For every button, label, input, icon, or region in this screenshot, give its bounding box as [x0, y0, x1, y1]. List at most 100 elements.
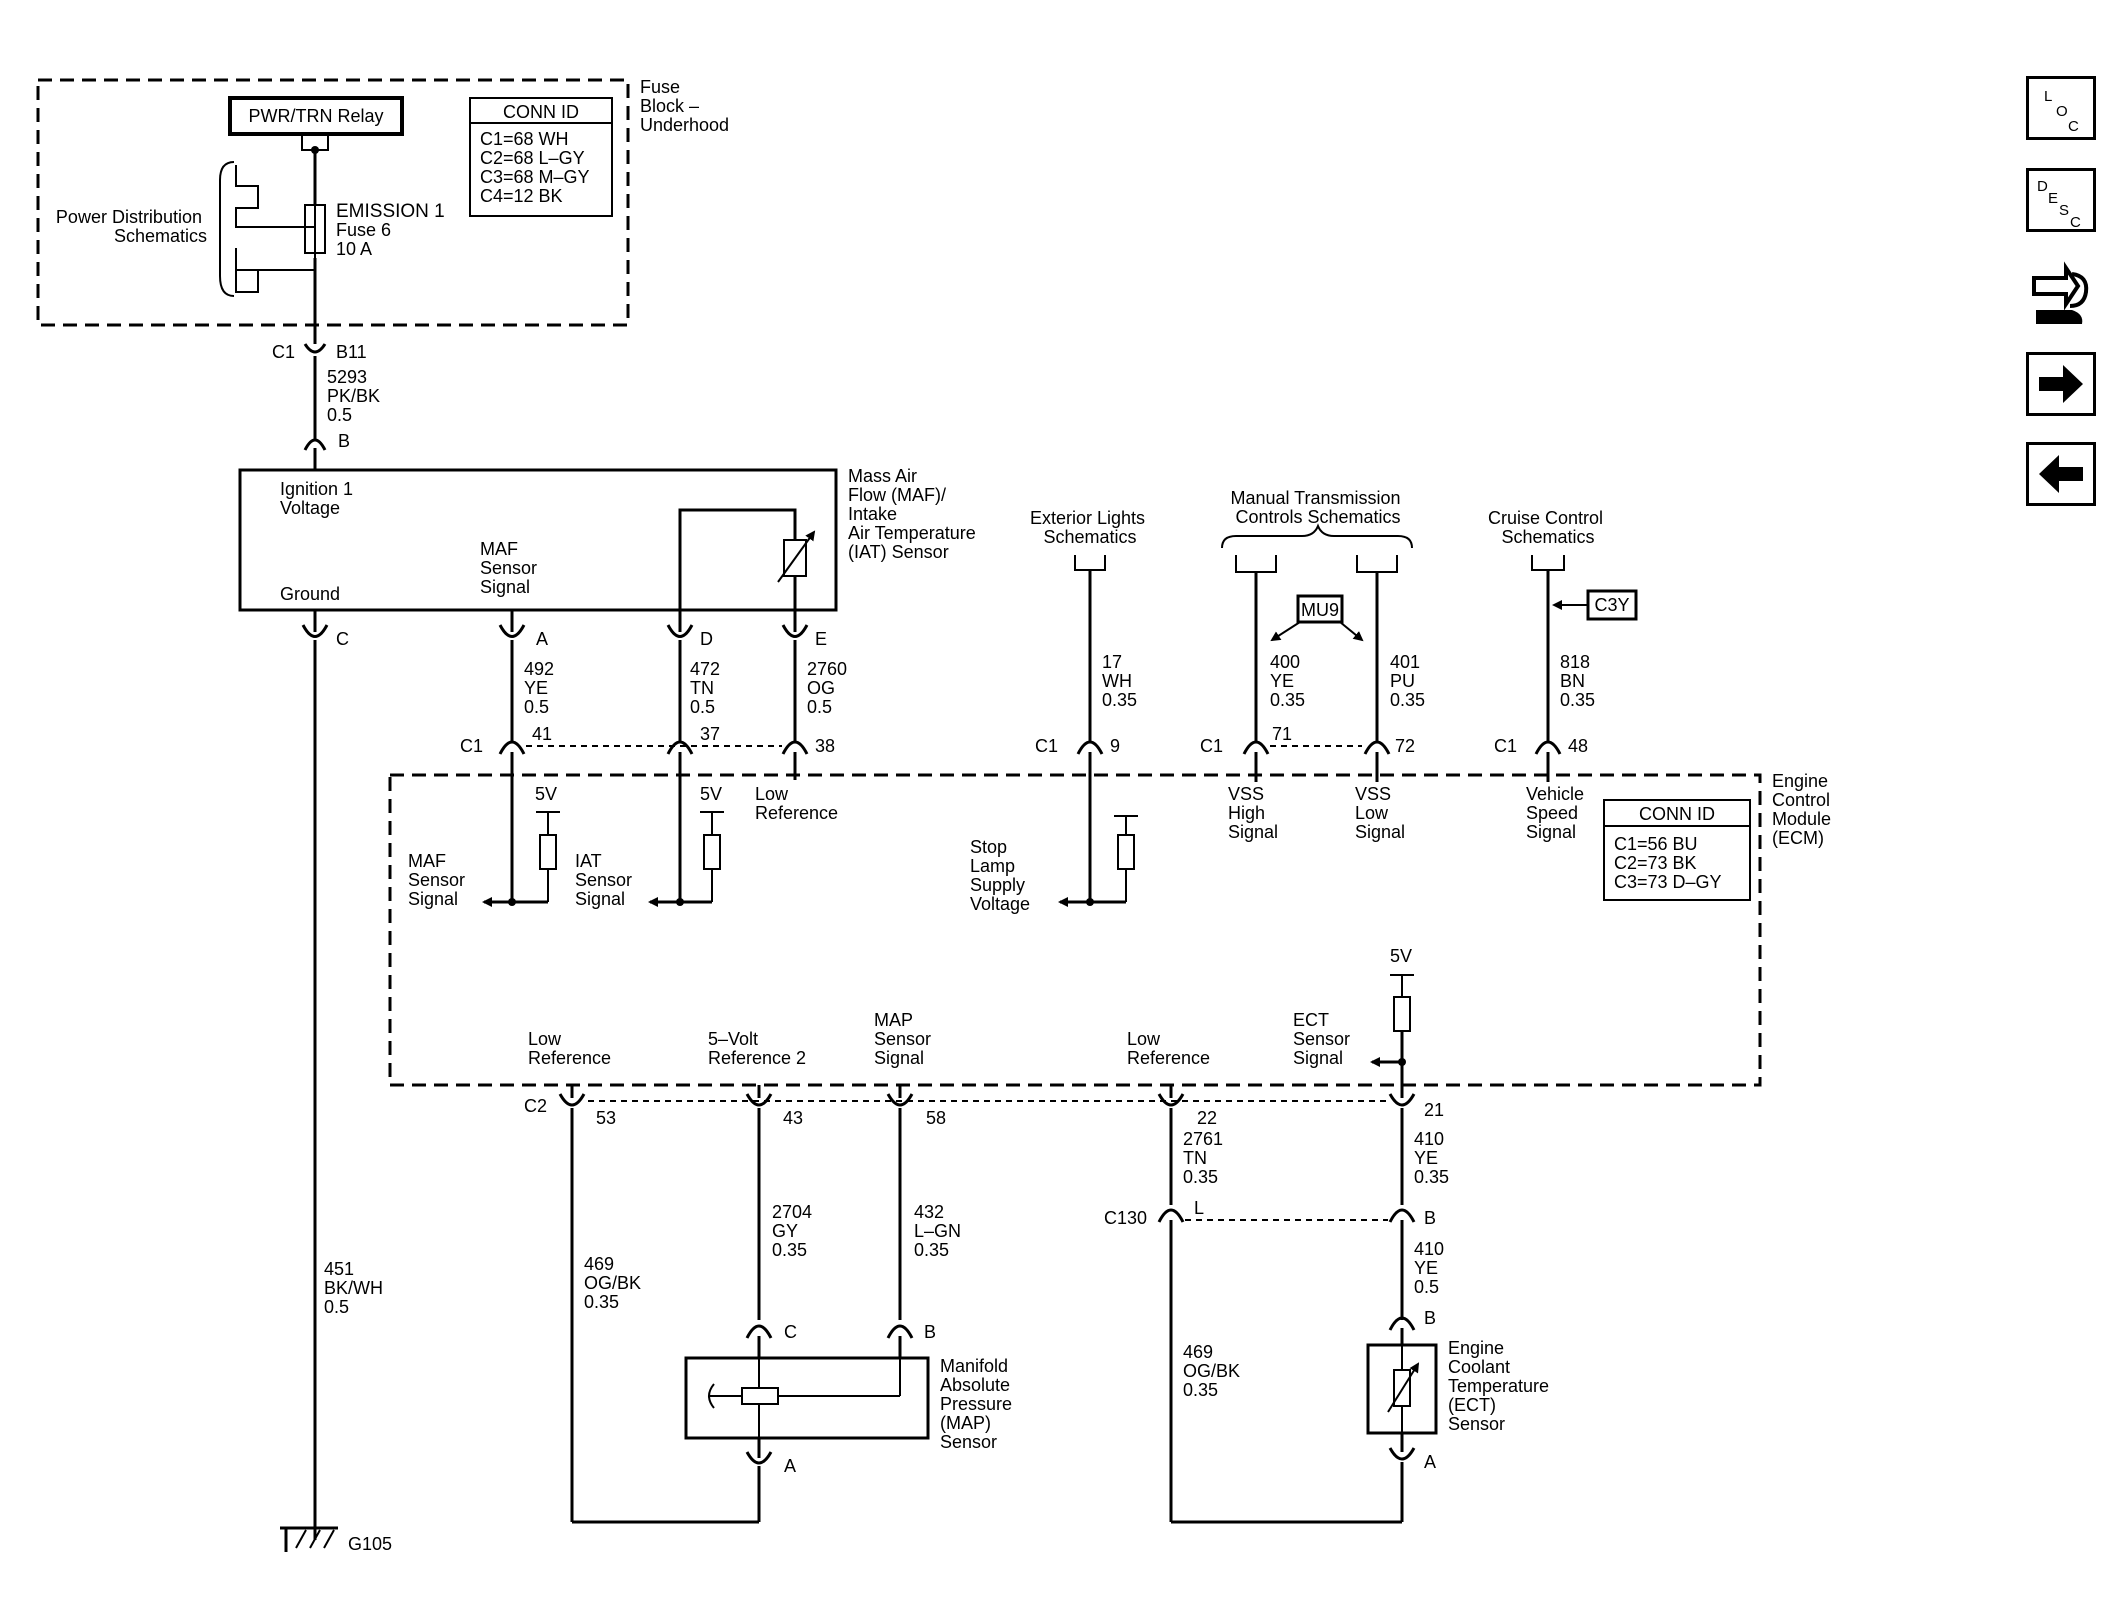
svg-text:A: A	[784, 1456, 796, 1476]
svg-text:472 TN 0.5: 472 TN 0.5	[690, 659, 725, 717]
svg-text:Low Reference: Low Reference	[755, 784, 838, 823]
svg-text:B: B	[1424, 1208, 1436, 1228]
svg-text:2761 TN 0.35: 2761 TN 0.35	[1183, 1129, 1228, 1187]
svg-text:5V: 5V	[700, 784, 722, 804]
svg-text:48: 48	[1568, 736, 1588, 756]
svg-text:L: L	[1194, 1198, 1204, 1218]
wire-410: 410 YE 0.35 B 410 YE 0.5 B	[1185, 1108, 1449, 1345]
svg-text:S: S	[2059, 202, 2069, 219]
svg-text:Manual Transmission Cont: Manual Transmission Controls Schematics	[1230, 488, 1405, 527]
fuse-conn-id-title: CONN ID	[503, 102, 579, 122]
svg-text:C: C	[2070, 214, 2081, 229]
svg-text:CONN ID: CONN ID	[1639, 804, 1715, 824]
svg-text:818 BN 0.35: 818 BN 0.35	[1560, 652, 1595, 710]
svg-text:IAT Sensor Signal: IAT Sensor Signal	[575, 851, 637, 909]
ecm-module: Engine Control Module (ECM) CONN ID C1=5…	[388, 771, 1836, 1087]
svg-text:C1: C1	[1494, 736, 1517, 756]
cruise-control-reference: Cruise Control Schematics C3Y 818 BN 0.3…	[1488, 508, 1638, 742]
svg-text:469 OG/BK 0.35: 469 OG/BK 0.35	[584, 1254, 646, 1312]
svg-text:17 WH 0.35: 17 WH 0.35	[1102, 652, 1137, 710]
svg-text:MAP Sensor Signal: MAP Sensor Signal	[874, 1010, 936, 1068]
svg-text:B: B	[1424, 1308, 1436, 1328]
svg-text:A: A	[536, 629, 548, 649]
map-sensor: Manifold Absolute Pressure (MAP) Sensor …	[684, 1356, 1017, 1522]
svg-text:MAF Sensor Signal: MAF Sensor Signal	[408, 851, 470, 909]
svg-text:B: B	[924, 1322, 936, 1342]
svg-text:MU9: MU9	[1301, 600, 1339, 620]
location-button[interactable]: L O C	[2026, 76, 2096, 140]
svg-text:5V: 5V	[1390, 946, 1412, 966]
svg-text:C2: C2	[524, 1096, 547, 1116]
svg-text:C: C	[336, 629, 349, 649]
ect-pullup-resistor	[1393, 996, 1411, 1032]
svg-text:401 PU 0.35: 401 PU 0.35	[1390, 652, 1425, 710]
wires-map: 2704 GY 0.35 432 L–GN 0.35 C B	[745, 1108, 966, 1358]
pwr-trn-relay-box	[228, 96, 404, 136]
svg-text:MAF Sensor Signal: MAF Sensor Signal	[480, 539, 542, 597]
arrow-right-icon	[2039, 365, 2083, 403]
svg-text:2704 GY 0.35: 2704 GY 0.35	[772, 1202, 817, 1260]
svg-text:C1: C1	[460, 736, 483, 756]
svg-text:C: C	[2068, 118, 2079, 135]
svg-text:72: 72	[1395, 736, 1415, 756]
svg-text:492 YE 0.5: 492 YE 0.5	[524, 659, 559, 717]
maf-sensor-label: Mass Air Flow (MAF)/ Intake Air Temperat…	[848, 466, 981, 562]
arrow-left-icon	[2039, 455, 2083, 493]
svg-text:D: D	[700, 629, 713, 649]
description-button[interactable]: D E S C	[2026, 168, 2096, 232]
wire-5293: C1 B11 5293 PK/BK 0.5 B	[272, 342, 380, 470]
svg-text:C1=56 BU C2=73 BK: C1=56 BU C2=73 BK C3=73 D–GY	[1614, 834, 1722, 892]
svg-text:C1: C1	[1200, 736, 1223, 756]
svg-text:38: 38	[815, 736, 835, 756]
map-sensor-box	[684, 1356, 930, 1440]
svg-text:Ground: Ground	[280, 584, 340, 604]
maf-sensor-box	[238, 468, 838, 612]
connector-c1-b11	[303, 343, 327, 354]
svg-text:43: 43	[783, 1108, 803, 1128]
connector-route-button[interactable]	[2026, 258, 2096, 330]
svg-text:9: 9	[1110, 736, 1120, 756]
svg-text:37: 37	[700, 724, 720, 744]
svg-text:469 OG/BK 0.35: 469 OG/BK 0.35	[1183, 1342, 1245, 1400]
connector-c130-b	[1388, 1208, 1416, 1223]
svg-text:L: L	[2044, 88, 2052, 105]
svg-text:41: 41	[532, 724, 552, 744]
fuse-conn-id-box	[469, 97, 613, 217]
svg-text:410 YE 0.35: 410 YE 0.35	[1414, 1129, 1449, 1187]
svg-text:58: 58	[926, 1108, 946, 1128]
c1-connector-row: C1 41 37 38 C1 9 C1 71 72 C1 48	[460, 724, 1588, 775]
iat-pullup-resistor	[703, 834, 721, 870]
svg-text:Stop Lamp Supply: Stop Lamp Supply Voltage	[970, 837, 1030, 914]
ecm-label: Engine Control Module (ECM)	[1772, 771, 1836, 848]
svg-text:D: D	[2037, 178, 2048, 195]
previous-page-button[interactable]	[2026, 442, 2096, 506]
power-distribution-label: Power Distribution Schematics	[56, 207, 207, 246]
manual-trans-reference: Manual Transmission Controls Schematics …	[1221, 488, 1425, 742]
svg-text:451 BK/WH 0.5: 451 BK/WH 0.5	[324, 1259, 388, 1317]
svg-text:5–Volt Reference 2: 5–Volt Reference 2	[708, 1029, 806, 1068]
ground-wire-451: 451 BK/WH 0.5 G105	[280, 1259, 392, 1554]
next-page-button[interactable]	[2026, 352, 2096, 416]
svg-text:Exterior Lights Schemati: Exterior Lights Schematics	[1030, 508, 1150, 547]
exterior-lights-reference: Exterior Lights Schematics 17 WH 0.35	[1030, 508, 1150, 742]
ect-sensor-label: Engine Coolant Temperature (ECT) Sensor	[1448, 1338, 1554, 1434]
svg-text:C130: C130	[1104, 1208, 1147, 1228]
ecm-conn-id-box	[1603, 799, 1751, 901]
connector-route-icon	[2032, 261, 2089, 324]
svg-text:400 YE 0.35: 400 YE 0.35	[1270, 652, 1305, 710]
svg-text:B11: B11	[336, 342, 367, 362]
svg-text:22: 22	[1197, 1108, 1217, 1128]
emission-fuse-label: EMISSION 1 Fuse 6 10 A	[336, 201, 450, 259]
svg-text:C3Y: C3Y	[1594, 595, 1629, 615]
svg-text:432 L–GN 0.35: 432 L–GN 0.35	[914, 1202, 966, 1260]
svg-text:B: B	[338, 431, 350, 451]
svg-text:E: E	[815, 629, 827, 649]
connector-c130-l	[1157, 1208, 1185, 1223]
map-sensor-label: Manifold Absolute Pressure (MAP) Sensor	[940, 1356, 1017, 1452]
wire-469: 469 OG/BK 0.35	[570, 1108, 759, 1524]
svg-text:Low Reference: Low Reference	[528, 1029, 611, 1068]
svg-text:Low Reference: Low Reference	[1127, 1029, 1210, 1068]
svg-text:71: 71	[1272, 724, 1292, 744]
svg-text:Vehicle Speed Sign: Vehicle Speed Signal	[1526, 784, 1589, 842]
